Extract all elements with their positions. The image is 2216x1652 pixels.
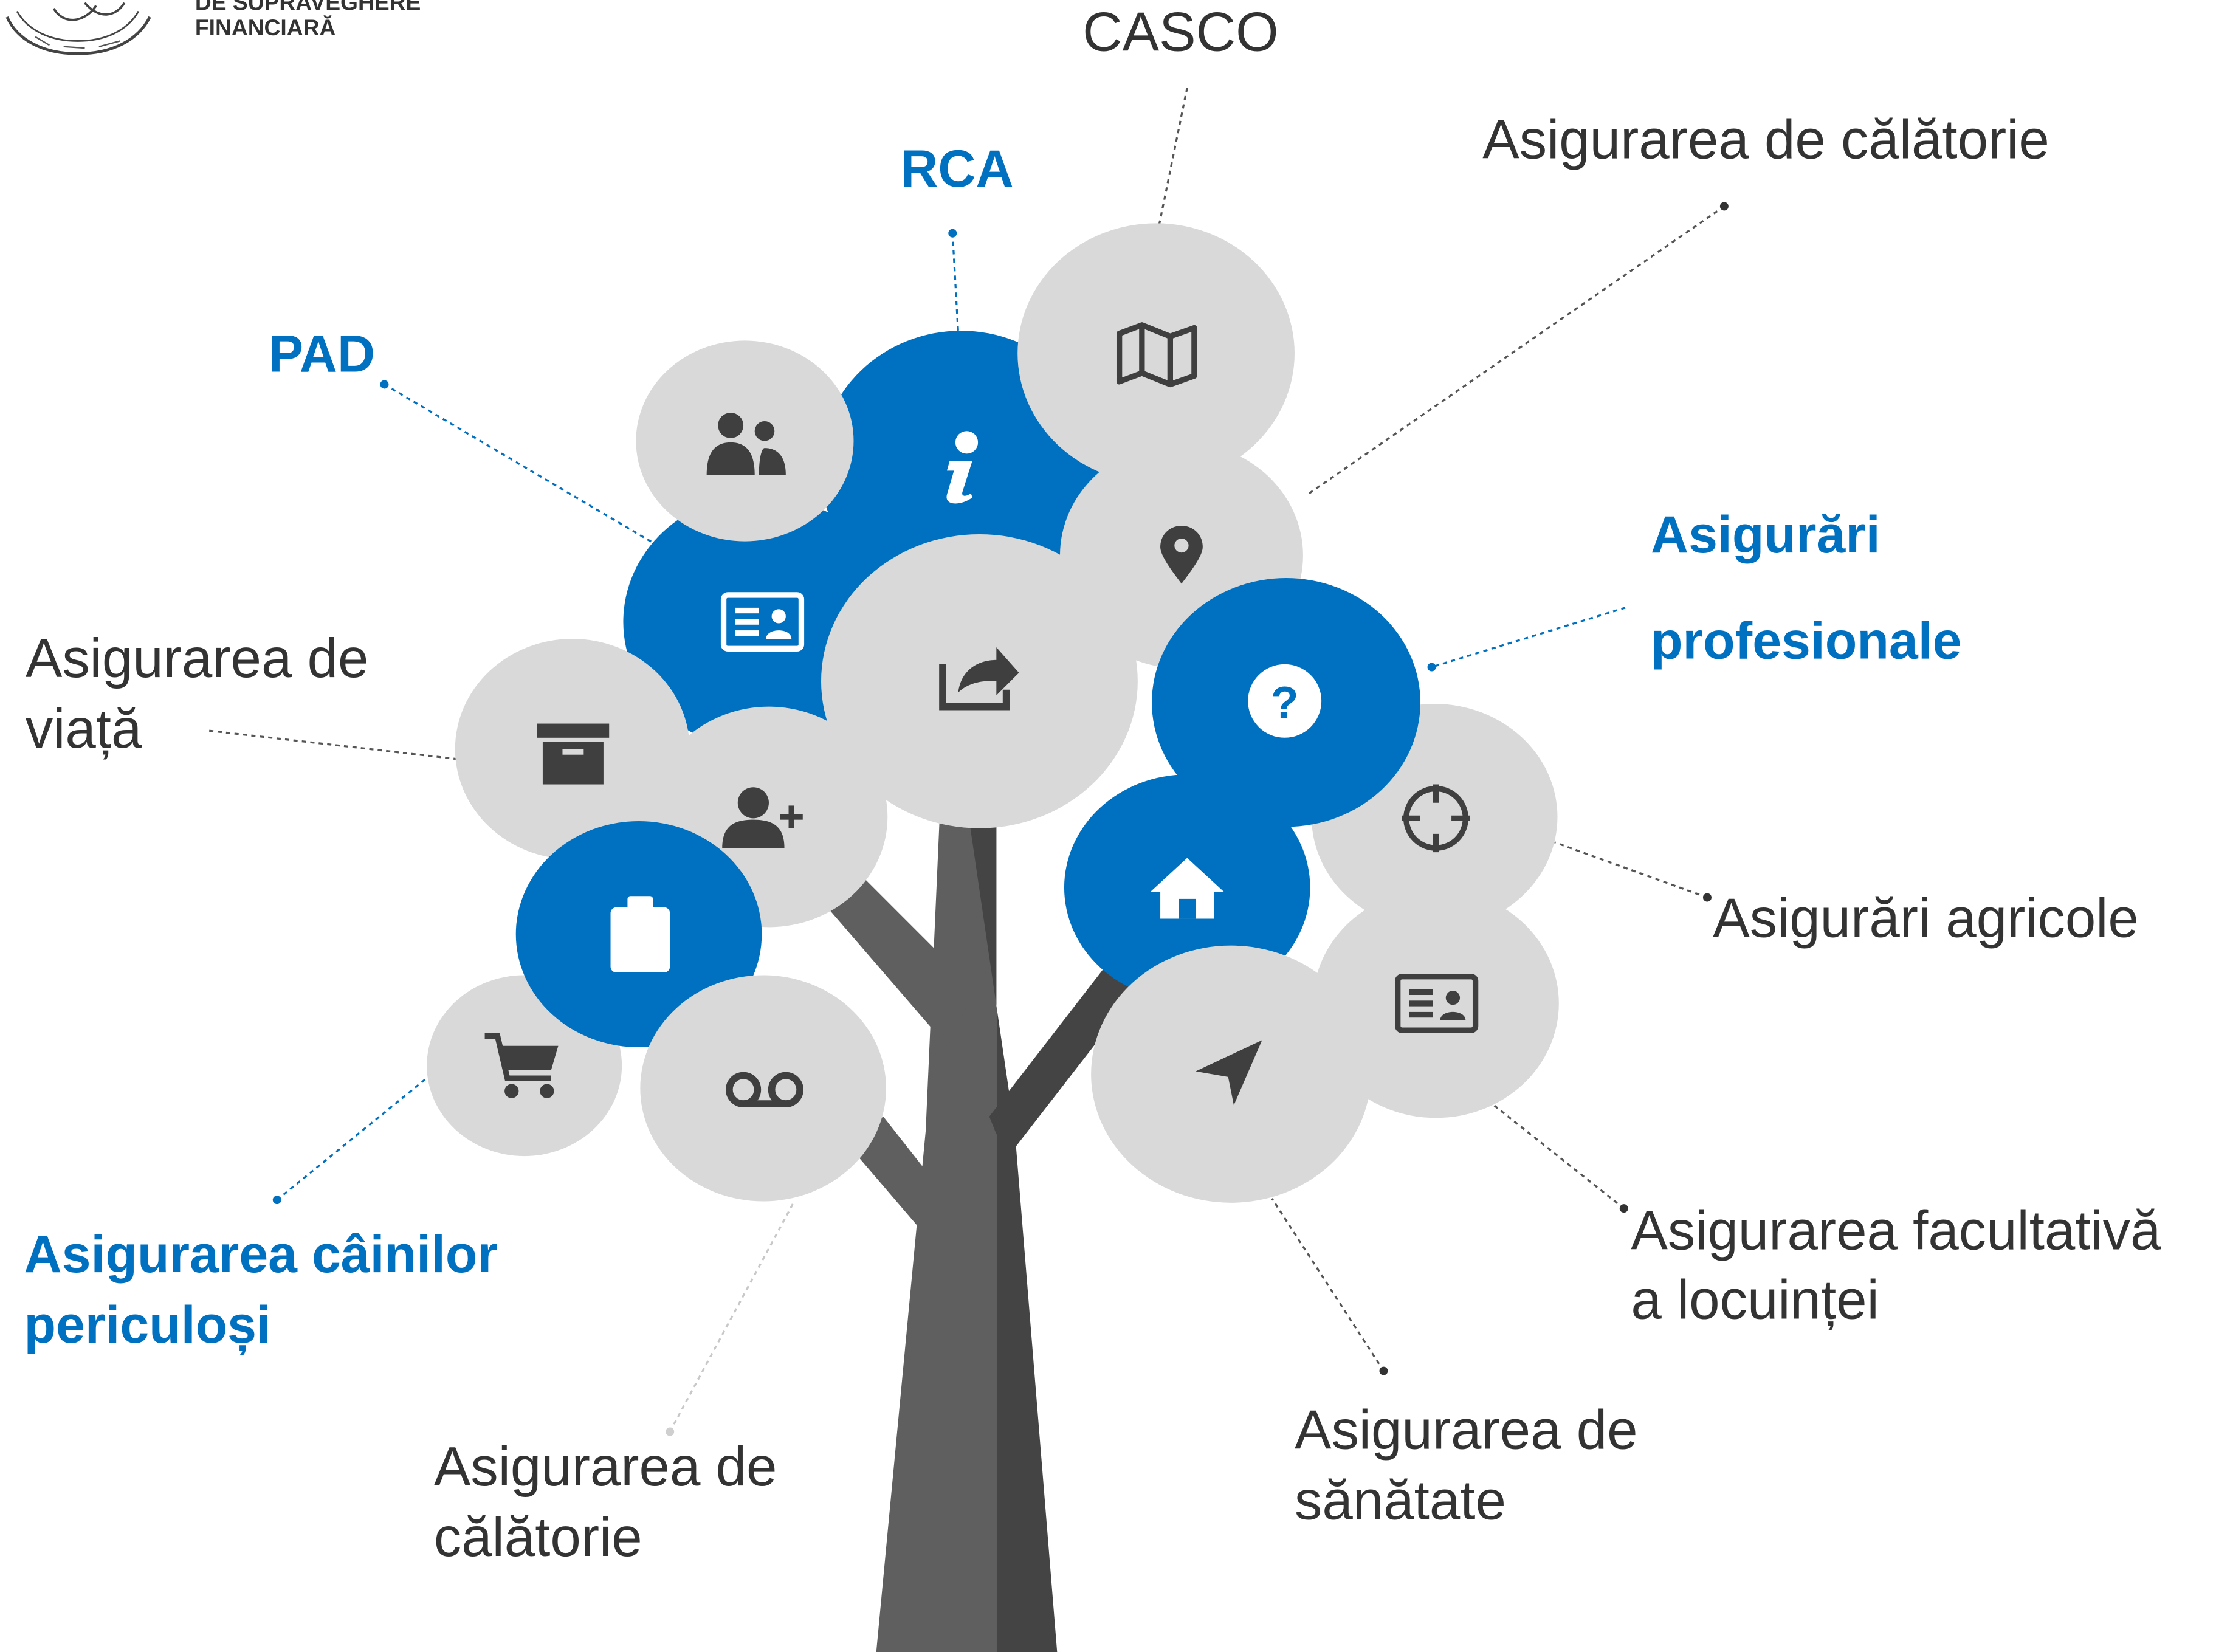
leader-rca bbox=[951, 233, 960, 334]
leader-travel-bottom bbox=[669, 1200, 796, 1433]
bubble-map bbox=[1017, 223, 1295, 484]
home-icon bbox=[1150, 858, 1224, 919]
add-user-icon bbox=[722, 787, 803, 848]
label-pad: PAD bbox=[268, 325, 376, 384]
map-icon bbox=[1116, 322, 1197, 388]
label-travel-top: Asigurarea de călătorie bbox=[1482, 110, 2049, 171]
id-card-icon bbox=[1395, 974, 1479, 1033]
archive-box-icon bbox=[537, 723, 610, 785]
logo-name-line2: FINANCIARĂ bbox=[194, 16, 336, 41]
bubble-people bbox=[636, 340, 854, 542]
question-icon: ? bbox=[1248, 664, 1322, 738]
cart-icon bbox=[484, 1033, 559, 1098]
label-life-line1: Asigurarea de bbox=[25, 628, 369, 690]
tree-trunk bbox=[813, 813, 1138, 1652]
bubble-idcard-grey bbox=[1313, 889, 1559, 1118]
label-health-line2: sănătate bbox=[1294, 1471, 1506, 1532]
leader-health bbox=[1271, 1197, 1385, 1372]
voicemail-icon bbox=[726, 1072, 803, 1107]
leader-home bbox=[1493, 1104, 1625, 1210]
label-life-line2: viață bbox=[25, 700, 142, 761]
clipboard-icon bbox=[610, 896, 670, 972]
label-health-line1: Asigurarea de bbox=[1294, 1400, 1638, 1462]
info-icon bbox=[946, 431, 979, 504]
navigation-arrow-icon bbox=[1196, 1040, 1262, 1106]
leader-agricultural bbox=[1554, 841, 1708, 899]
label-dogs-line2: periculoși bbox=[24, 1296, 271, 1354]
label-dogs-line1: Asigurarea câinilor bbox=[24, 1225, 498, 1284]
asf-logo-seal bbox=[5, 2, 151, 55]
label-casco: CASCO bbox=[1082, 2, 1279, 64]
leader-dots bbox=[272, 202, 1729, 1436]
leader-life bbox=[208, 729, 457, 760]
label-agricultural: Asigurări agricole bbox=[1713, 889, 2139, 950]
branch-right bbox=[989, 961, 1138, 1159]
branch-left-upper bbox=[813, 869, 976, 1046]
leader-dogs bbox=[276, 1076, 429, 1201]
leader-lines bbox=[208, 87, 1725, 1433]
id-card-icon bbox=[720, 592, 805, 652]
bubble-voicemail bbox=[640, 975, 886, 1202]
label-home-line2: a locuinței bbox=[1631, 1270, 1879, 1332]
users-icon bbox=[706, 412, 786, 475]
label-rca: RCA bbox=[900, 140, 1014, 198]
label-travel-bottom-line1: Asigurarea de bbox=[433, 1437, 777, 1498]
label-professional-line2: profesionale bbox=[1650, 611, 1962, 670]
logo-name-line1: DE SUPRAVEGHERE bbox=[194, 0, 421, 16]
label-travel-bottom-line2: călătorie bbox=[433, 1508, 642, 1569]
map-pin-icon bbox=[1160, 526, 1203, 584]
share-icon bbox=[939, 647, 1019, 711]
label-home-line1: Asigurarea facultativă bbox=[1631, 1201, 2161, 1262]
svg-text:?: ? bbox=[1271, 677, 1298, 728]
label-professional-line1: Asigurări bbox=[1650, 506, 1881, 564]
leader-professional bbox=[1431, 607, 1626, 669]
leader-pad bbox=[384, 384, 654, 544]
branch-left-lower bbox=[848, 1116, 962, 1244]
crosshair-icon bbox=[1402, 784, 1470, 853]
leader-casco bbox=[1158, 87, 1188, 227]
leader-travel-top bbox=[1306, 205, 1725, 496]
